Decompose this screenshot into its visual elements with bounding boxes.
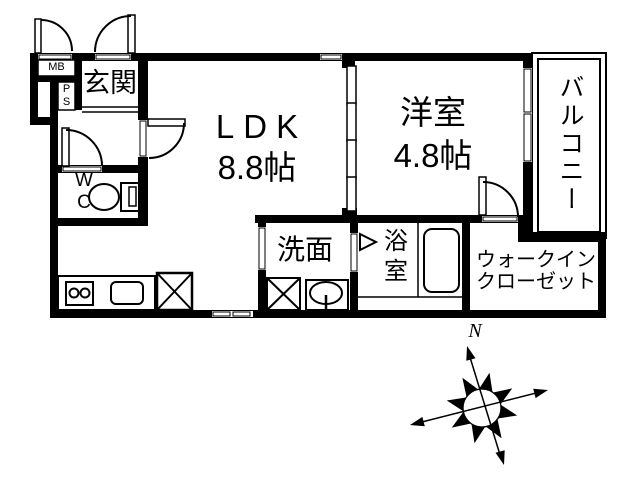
wall-wc-top (58, 165, 148, 173)
washroom-fixtures (266, 277, 349, 311)
wc-label-line2: C (77, 192, 91, 213)
bedroom-door-threshold (482, 216, 518, 222)
ldk-size-label: 8.8帖 (217, 149, 297, 186)
balcony-label: バルコニー (556, 74, 584, 214)
burner-icon (79, 287, 91, 299)
doors (34, 14, 519, 218)
kitchen-window-right (232, 311, 251, 317)
genkan-step-lines (82, 106, 138, 113)
ps-label-line1: P (62, 83, 71, 95)
ldk-top-window (320, 54, 342, 60)
kitchen-sink-icon (110, 281, 144, 305)
kitchen-window-left (212, 311, 231, 317)
wall-mb-bottom (38, 76, 75, 82)
western-room-size-label: 4.8帖 (393, 137, 473, 174)
balcony-window-lower (523, 113, 532, 162)
mb-door-leaf (34, 18, 42, 54)
compass-rose-icon (410, 346, 548, 465)
wall-wic-top (518, 232, 606, 242)
wall-wic-right (598, 232, 606, 318)
wall-bottom (50, 310, 606, 318)
openings (38, 54, 532, 317)
wall-left-upper (30, 53, 38, 125)
bath-door-opening (350, 233, 358, 272)
wall-bath-right (462, 222, 470, 310)
bathtub-icon (423, 228, 460, 293)
bathroom-label: 浴 室 (383, 227, 409, 287)
bathroom-label-line2: 室 (384, 258, 408, 285)
mb-door-arc (40, 19, 73, 52)
wall-mid (255, 215, 532, 223)
pipe-space-label: P S (58, 83, 75, 109)
sliding-partition (346, 65, 357, 212)
pipe-space-box (57, 81, 76, 111)
toilet-icon (88, 182, 140, 212)
kitchen (57, 271, 194, 312)
western-room-label: 洋室 (400, 94, 466, 131)
mb-door-threshold (38, 54, 72, 60)
wc-label: W C (71, 170, 97, 214)
partition-stub-top (342, 61, 355, 68)
balcony-window-upper (523, 68, 532, 113)
wc-door-arc (65, 129, 103, 167)
bathroom-fixtures (358, 223, 462, 298)
ldk-label: LDK (215, 108, 308, 145)
compass-east-west-arrow (413, 390, 545, 425)
bedroom-door-arc (482, 181, 519, 218)
wall-top (30, 53, 532, 61)
washroom-door-opening (258, 227, 266, 270)
hall-door-threshold (139, 120, 147, 157)
ldk-door-arc (148, 122, 185, 159)
wc-door-leaf (61, 127, 70, 167)
wic-label-line1: ウォークイン (476, 249, 596, 271)
meter-box (37, 59, 76, 77)
wc-label-line1: W (75, 170, 93, 191)
wc-door-threshold (62, 166, 102, 172)
wall-left-lower (50, 82, 58, 318)
entrance-threshold (95, 54, 131, 60)
bath-door-arrow-icon (359, 232, 379, 252)
entrance-door-arc (94, 15, 132, 53)
walk-in-closet-label: ウォークイン クローゼット (468, 249, 604, 293)
ps-label-line2: S (62, 96, 71, 108)
washroom-label: 洗面 (276, 234, 333, 265)
wall-wc-bottom (50, 218, 148, 226)
burner-icon (68, 287, 80, 299)
entrance-door-leaf (127, 14, 136, 54)
wall-left-step (30, 117, 58, 125)
bathroom-label-line1: 浴 (384, 228, 408, 255)
ldk-door-leaf (147, 118, 186, 127)
wic-label-line2: クローゼット (476, 271, 596, 293)
meter-box-label: MB (48, 61, 65, 73)
compass-north-label: N (468, 320, 482, 342)
wall-ps-right (75, 61, 82, 110)
bedroom-door-leaf (478, 176, 487, 216)
entrance-label: 玄関 (83, 68, 137, 98)
partition-stub-bottom (342, 208, 357, 216)
